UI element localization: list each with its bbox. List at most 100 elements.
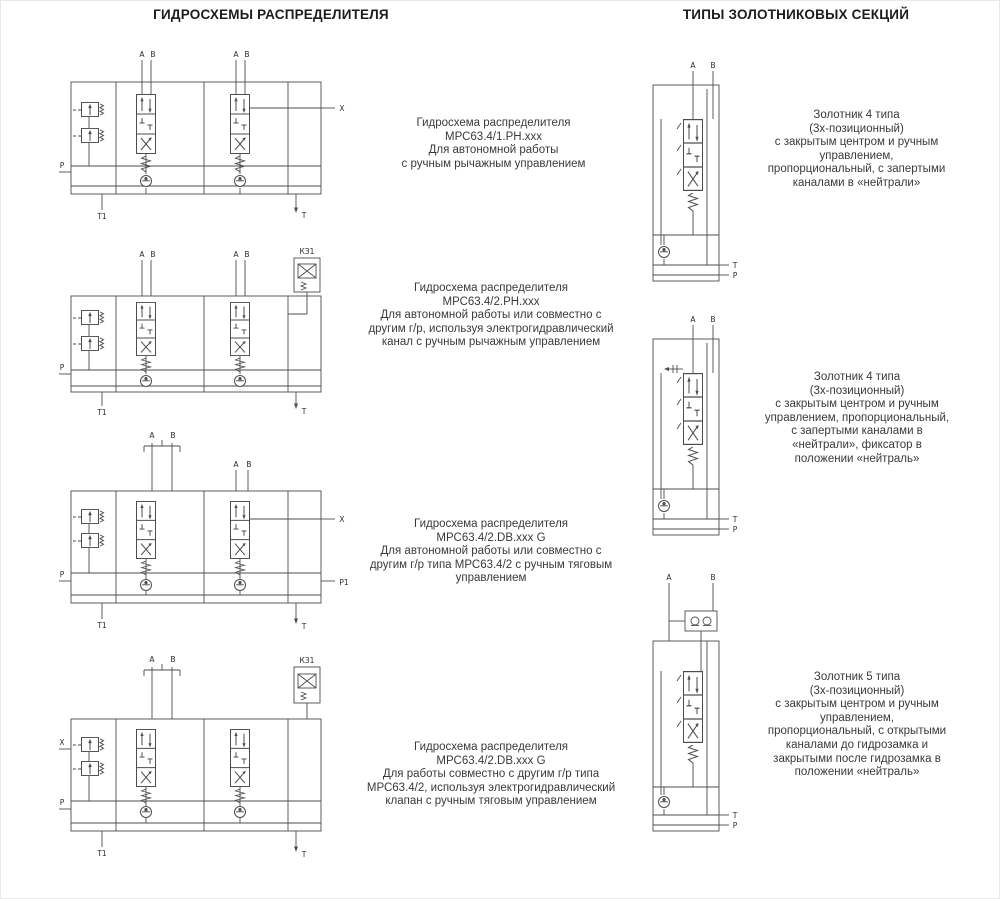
port-labels: A B A B КЗ1 P T1 T xyxy=(60,247,315,417)
directional-valve-icon xyxy=(230,501,250,559)
relief-valve-icon xyxy=(81,310,104,325)
circuit-lines xyxy=(59,60,335,210)
directional-valve-icon xyxy=(683,119,703,191)
port-label-p: P xyxy=(60,363,65,372)
check-valve-icon xyxy=(140,175,152,187)
t-port-arrow xyxy=(294,207,298,213)
relief-valve-icon xyxy=(81,336,104,351)
port-label-t1: T1 xyxy=(96,621,107,630)
check-valve-icon xyxy=(140,579,152,591)
port-label-b: B xyxy=(150,50,155,59)
port-label-t: T xyxy=(732,515,738,524)
spring-icon xyxy=(688,193,698,211)
circuit-lines xyxy=(652,583,729,832)
hydraulic-schematic-3: A B A B X P P1 T1 T xyxy=(56,429,356,644)
spool-caption-3: Золотник 5 типа (3х-позиционный) с закры… xyxy=(767,671,947,779)
spool-section-diagram-2: A B T P xyxy=(641,313,756,563)
spool-section-diagram-1: A B T P xyxy=(641,59,756,309)
check-valve-icon xyxy=(658,500,670,512)
hydraulic-schematic-4: A B КЗ1 X P T1 T xyxy=(56,653,356,878)
port-labels: A B T P xyxy=(690,315,737,534)
directional-valve-icon xyxy=(683,671,703,743)
relief-valve-icon xyxy=(81,533,104,548)
detent-arrow xyxy=(664,367,669,371)
hydrolock-check-valves xyxy=(690,616,712,626)
port-label-a: A xyxy=(233,460,239,469)
scheme-caption-2: Гидросхема распределителя МРС63.4/2.РН.x… xyxy=(368,282,614,349)
port-labels: A B A B X P T1 T xyxy=(60,50,345,221)
port-label-t: T xyxy=(732,811,738,820)
port-label-t: T xyxy=(301,850,307,859)
relief-valve-icon xyxy=(81,737,104,752)
port-label-b: B xyxy=(244,250,249,259)
check-valve-icon xyxy=(234,579,246,591)
port-labels: A B T P xyxy=(666,573,737,830)
check-valve-icon xyxy=(140,375,152,387)
directional-valve-icon xyxy=(136,94,156,154)
port-label-a: A xyxy=(666,573,672,582)
port-label-a: A xyxy=(139,250,145,259)
port-label-t: T xyxy=(301,211,307,220)
right-column-header: ТИПЫ ЗОЛОТНИКОВЫХ СЕКЦИЙ xyxy=(682,7,910,22)
circuit-lines xyxy=(59,257,322,406)
spring-icon xyxy=(688,447,698,465)
directional-valve-icon xyxy=(136,302,156,356)
port-label-b: B xyxy=(246,460,251,469)
check-valve-icon xyxy=(234,806,246,818)
port-label-p: P xyxy=(60,798,65,807)
hydraulic-schematic-2: A B A B КЗ1 P T1 T xyxy=(56,244,356,419)
port-label-b: B xyxy=(244,50,249,59)
port-label-b: B xyxy=(710,573,715,582)
circuit-lines xyxy=(59,440,335,621)
port-labels: A B КЗ1 X P T1 T xyxy=(59,655,314,859)
port-label-p: P xyxy=(60,570,65,579)
check-valve-icon xyxy=(234,375,246,387)
port-label-x: X xyxy=(59,738,64,747)
port-labels: A B T P xyxy=(690,61,737,280)
directional-valve-icon xyxy=(136,501,156,559)
port-label-b: B xyxy=(710,61,715,70)
port-label-p: P xyxy=(60,161,65,170)
port-label-b: B xyxy=(170,655,175,664)
spool-section-diagram-3: A B T P xyxy=(641,571,756,881)
relief-valve-icon xyxy=(81,761,104,776)
port-label-b: B xyxy=(710,315,715,324)
t-port-arrow xyxy=(294,403,298,409)
port-labels: A B A B X P P1 T1 T xyxy=(60,431,349,631)
port-label-a: A xyxy=(149,431,155,440)
port-label-a: A xyxy=(233,50,239,59)
relief-valve-icon xyxy=(81,102,104,117)
directional-valve-icon xyxy=(230,302,250,356)
check-valve-icon xyxy=(658,796,670,808)
directional-valve-icon xyxy=(136,729,156,787)
left-column-header: ГИДРОСХЕМЫ РАСПРЕДЕЛИТЕЛЯ xyxy=(153,7,389,22)
circuit-lines xyxy=(59,664,322,849)
scheme-caption-3: Гидросхема распределителя МРС63.4/2.DB.x… xyxy=(369,518,613,585)
check-valve-icon xyxy=(234,175,246,187)
relief-valve-icon xyxy=(81,509,104,524)
port-label-t1: T1 xyxy=(96,408,107,417)
port-label-p1: P1 xyxy=(339,578,349,587)
port-label-t: T xyxy=(301,407,307,416)
port-label-b: B xyxy=(150,250,155,259)
directional-valve-icon xyxy=(230,94,250,154)
circuit-lines xyxy=(652,325,729,536)
spring-icon xyxy=(688,745,698,763)
port-label-a: A xyxy=(690,61,696,70)
port-label-p: P xyxy=(733,271,738,280)
check-valve-icon xyxy=(140,806,152,818)
port-label-p: P xyxy=(733,525,738,534)
t-port-arrow xyxy=(294,846,298,852)
port-label-a: A xyxy=(149,655,155,664)
scheme-caption-4: Гидросхема распределителя МРС63.4/2.DB.x… xyxy=(366,741,616,808)
port-label-t1: T1 xyxy=(96,849,107,858)
scheme-caption-1: Гидросхема распределителя МРС63.4/1.РН.x… xyxy=(401,117,586,170)
port-label-x: X xyxy=(339,104,344,113)
directional-valve-icon xyxy=(230,729,250,787)
directional-valve-icon xyxy=(683,373,703,445)
port-label-kz1: КЗ1 xyxy=(300,656,315,665)
port-label-a: A xyxy=(233,250,239,259)
port-label-p: P xyxy=(733,821,738,830)
spool-caption-2: Золотник 4 типа (3х-позиционный) с закры… xyxy=(764,371,950,465)
